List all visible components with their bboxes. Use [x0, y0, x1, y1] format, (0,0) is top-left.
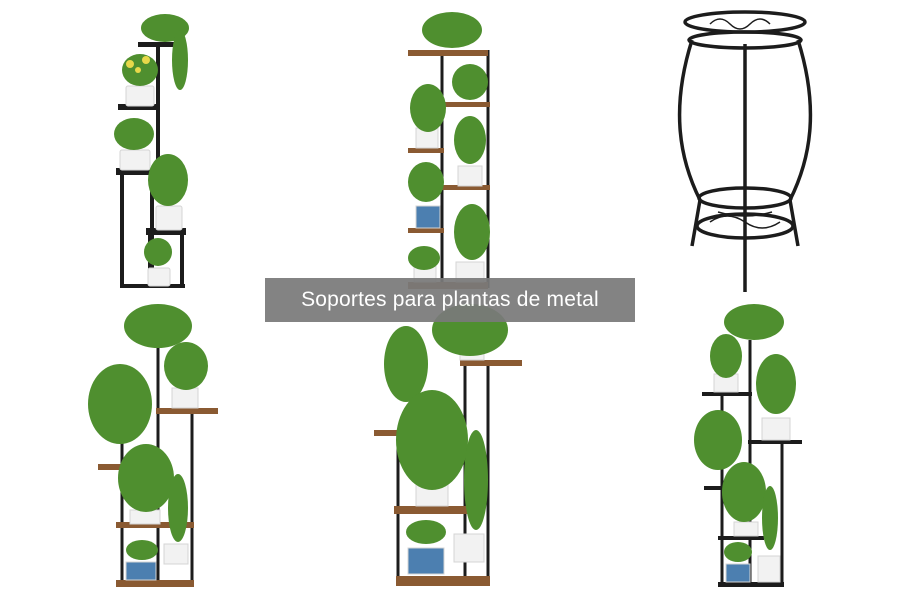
plant-stand-wrought-iron-round	[677, 10, 813, 292]
plant-stand-image-2[interactable]	[300, 0, 600, 300]
plant-stand-wood-ladder	[408, 12, 490, 289]
plant-stand-wood-tiers-b	[374, 304, 522, 586]
plant-stand-image-5[interactable]	[300, 300, 600, 600]
plant-stand-image-3[interactable]	[600, 0, 900, 300]
plant-stand-wood-tiers-a	[88, 304, 218, 587]
plant-stand-black-tiers	[114, 14, 189, 288]
plant-stand-tall-tiers	[694, 304, 802, 587]
caption-banner: Soportes para plantas de metal	[265, 278, 635, 322]
plant-stand-image-6[interactable]	[600, 300, 900, 600]
plant-stand-image-4[interactable]	[0, 300, 300, 600]
caption-text: Soportes para plantas de metal	[301, 288, 599, 311]
plant-stand-image-1[interactable]	[0, 0, 300, 300]
